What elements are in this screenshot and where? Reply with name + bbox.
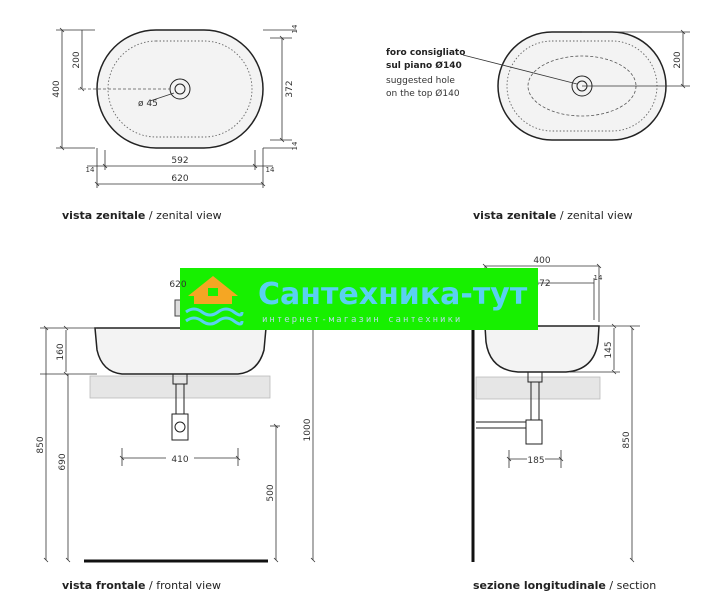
dim-tap-height: 1000	[303, 418, 313, 441]
note-line-3: suggested hole	[386, 76, 455, 86]
dim-rim-bottom: 14	[291, 141, 299, 150]
dim-hole-offset: 200	[673, 51, 683, 68]
countertop	[89, 375, 271, 399]
zenital-view-right: foro consigliato sul piano Ø140 suggeste…	[386, 29, 690, 222]
note-line-4: on the top Ø140	[386, 88, 460, 99]
dim-depth: 400	[52, 80, 62, 97]
dim-counter-height: 690	[58, 453, 68, 470]
dim-drain-spacing: 410	[171, 455, 188, 465]
dim-section-total-height: 850	[622, 431, 632, 448]
note-leader	[462, 54, 578, 85]
countertop	[475, 376, 601, 400]
dim-basin-height: 160	[56, 343, 66, 360]
basin-front	[94, 327, 267, 375]
zenital-view-left: ø 45 400 200 372 14 14 592 14 14 620	[52, 24, 299, 222]
caption-zenital-left: vista zenitale / zenital view	[62, 209, 222, 222]
siphon	[525, 419, 543, 445]
watermark: 620 Сантехника-тут интернет-магазин сант…	[169, 268, 538, 330]
caption-frontal: vista frontale / frontal view	[62, 579, 221, 592]
dim-rim-top: 14	[291, 24, 299, 33]
dim-total-height: 850	[36, 436, 46, 453]
dim-hole-diameter: ø 45	[138, 99, 158, 109]
dim-front-width: 620	[169, 280, 186, 290]
watermark-subtitle: интернет-магазин сантехники	[262, 315, 462, 325]
watermark-title: Сантехника-тут	[258, 277, 528, 312]
caption-zenital-right: vista zenitale / zenital view	[473, 209, 633, 222]
watermark-band	[180, 268, 538, 330]
basin-inner-rim	[107, 40, 253, 138]
section-view: 400 372 14 14 145 850 185 sezione longit…	[471, 256, 656, 592]
dim-section-depth: 400	[533, 256, 550, 266]
dim-width: 620	[171, 174, 188, 184]
note-line-2: sul piano Ø140	[386, 60, 462, 71]
dim-wall-height: 500	[266, 484, 276, 501]
dim-section-rim-right: 14	[594, 274, 603, 282]
dim-inner-depth: 372	[285, 80, 295, 97]
dim-section-drain-spacing: 185	[527, 456, 544, 466]
dim-section-basin-height: 145	[604, 341, 614, 358]
note-line-1: foro consigliato	[386, 48, 465, 58]
drain-hole-inner	[174, 83, 186, 95]
dim-section-inner-depth: 372	[533, 279, 550, 289]
caption-section: sezione longitudinale / section	[473, 579, 656, 592]
frontal-view: 160 850 690 410 1000 500 vista frontale …	[36, 299, 320, 592]
watermark-logo-icon	[185, 276, 244, 326]
dim-hole-offset: 200	[72, 51, 82, 68]
siphon	[171, 413, 189, 441]
dim-rim-right: 14	[266, 166, 275, 174]
basin-outline	[96, 29, 264, 149]
dim-inner-width: 592	[171, 156, 188, 166]
basin-section	[484, 325, 600, 373]
dim-rim-left: 14	[86, 166, 95, 174]
